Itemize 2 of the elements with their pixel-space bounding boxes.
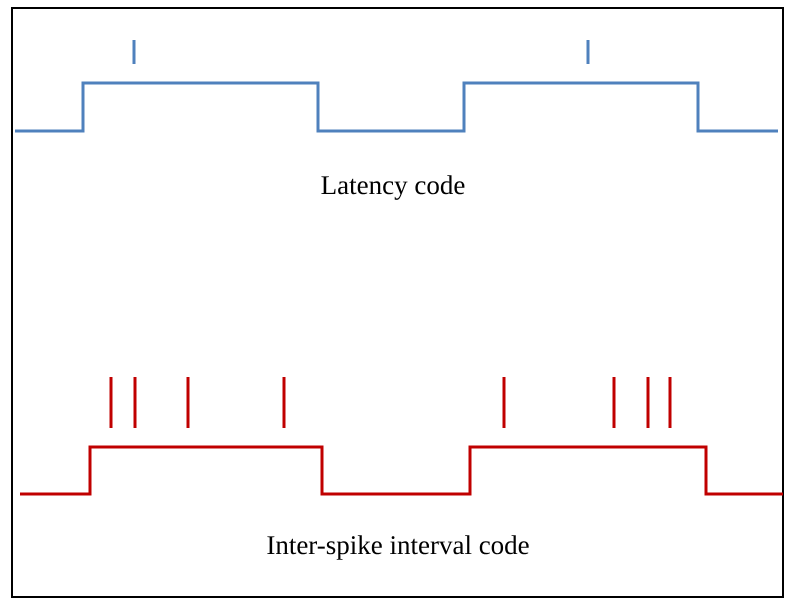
code-label: Inter-spike interval code: [266, 530, 530, 561]
code-label: Latency code: [320, 170, 466, 201]
